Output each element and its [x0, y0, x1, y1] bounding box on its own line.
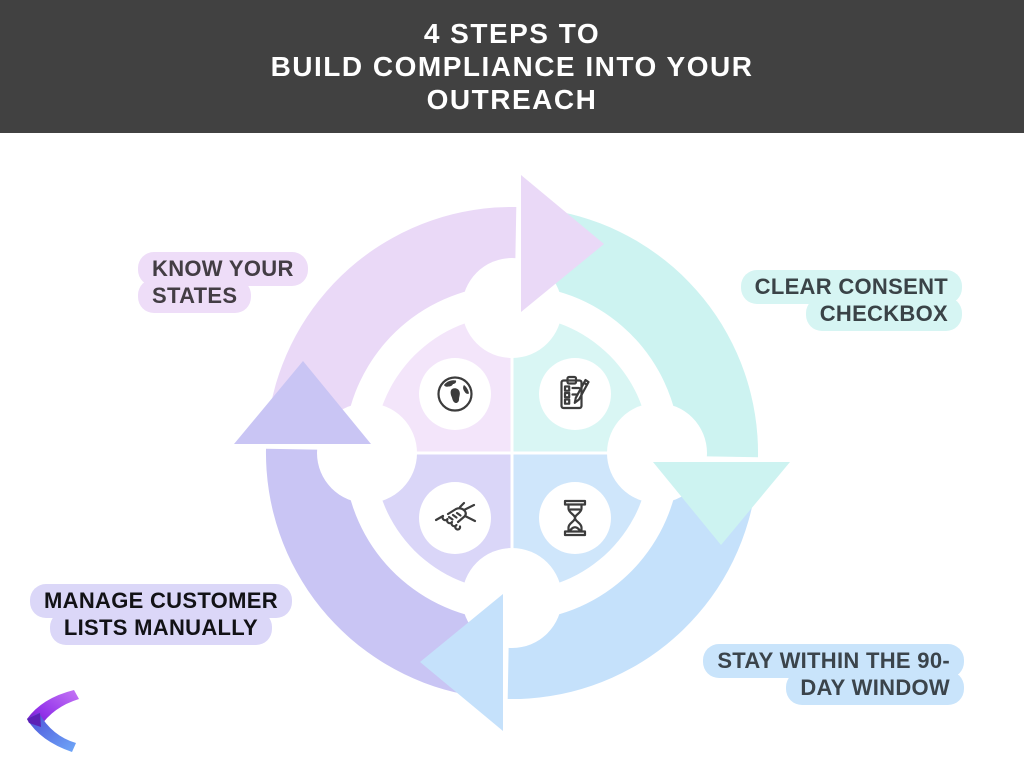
step-label-manage-customer-lists: MANAGE CUSTOMER LISTS MANUALLY — [30, 584, 292, 645]
header-bar: 4 STEPS TO BUILD COMPLIANCE INTO YOUR OU… — [0, 0, 1024, 133]
arrowhead-left — [234, 361, 371, 444]
step-label-line: STATES — [138, 279, 252, 313]
step-label-stay-within-90-day-window: STAY WITHIN THE 90- DAY WINDOW — [703, 644, 964, 705]
step-label-clear-consent-checkbox: CLEAR CONSENT CHECKBOX — [740, 270, 962, 331]
page-title: 4 STEPS TO BUILD COMPLIANCE INTO YOUR OU… — [270, 18, 754, 115]
step-label-line: DAY WINDOW — [786, 671, 964, 705]
arc-bottom-left — [265, 448, 480, 695]
step-label-line: LISTS MANUALLY — [49, 611, 272, 645]
brand-chevron-logo — [26, 690, 80, 759]
handshake-icon — [434, 501, 477, 531]
step-label-know-your-states: KNOW YOUR STATES — [138, 252, 308, 313]
checklist-pencil-icon — [560, 375, 590, 410]
icon-circle-bottom-left — [419, 482, 491, 554]
arrowhead-bottom — [420, 594, 503, 731]
logo-overlap — [27, 713, 41, 727]
arc-top-right — [544, 211, 759, 458]
step-label-line: CHECKBOX — [805, 297, 962, 331]
globe-icon — [437, 376, 473, 412]
arrowhead-top — [521, 175, 604, 312]
arc-bottom-right — [507, 485, 754, 700]
arrowhead-right — [653, 462, 790, 545]
hourglass-icon — [563, 499, 587, 537]
arc-top-left — [270, 206, 517, 421]
